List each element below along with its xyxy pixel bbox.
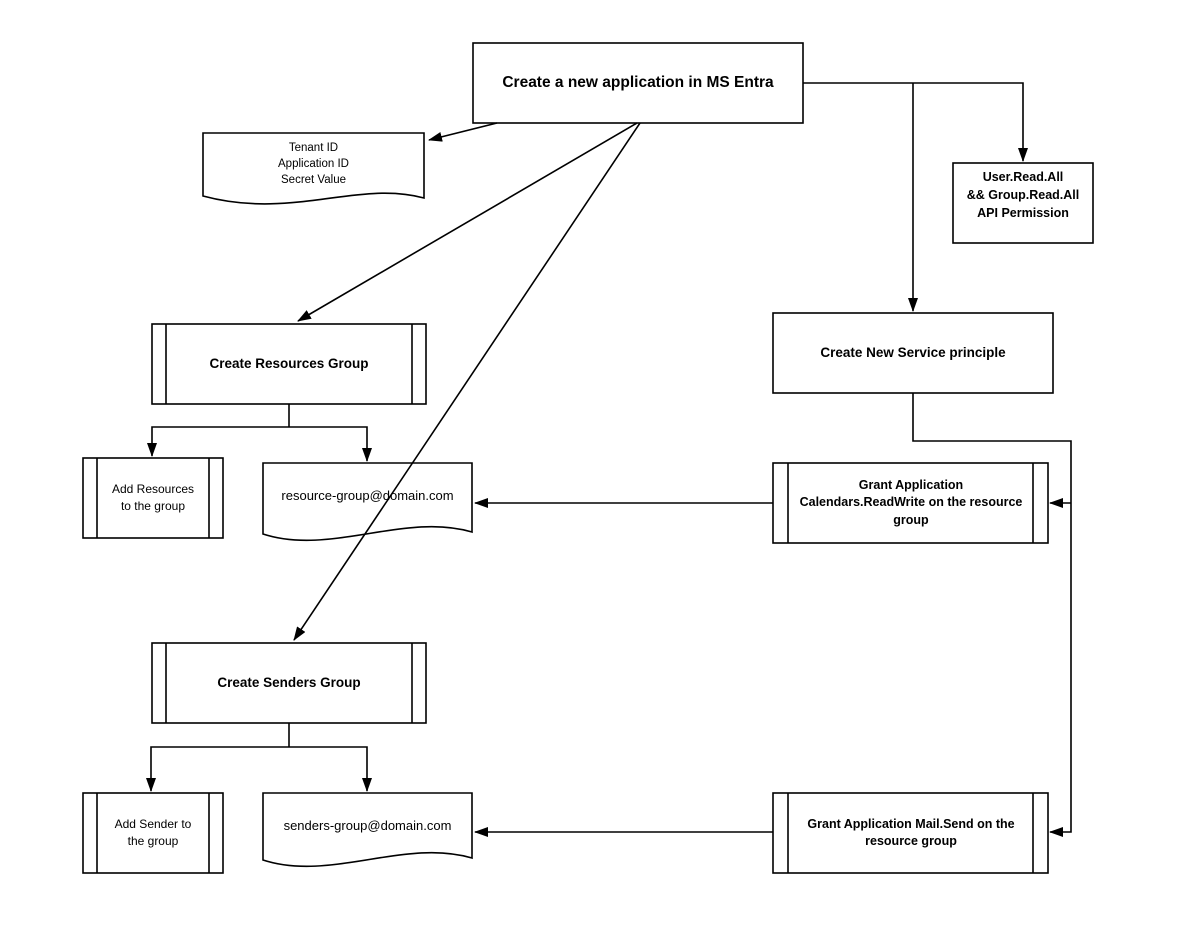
add-sender-shape <box>82 792 224 874</box>
grant-mail-send-shape <box>772 792 1049 874</box>
edge-senders-to-add-sender <box>146 746 289 792</box>
add-resources-shape <box>82 457 224 539</box>
api-permission-shape <box>952 162 1094 244</box>
edge-service-principle-to-grant-mail-send <box>912 393 1072 837</box>
edge-app-to-senders-group <box>293 122 641 641</box>
create-app-shape <box>472 42 804 124</box>
create-resources-group-shape <box>151 323 427 405</box>
edge-app-to-api-permission <box>803 82 1028 162</box>
senders-group-document-shape <box>262 792 473 868</box>
create-service-principle-shape <box>772 312 1054 394</box>
grant-calendars-shape <box>772 462 1049 544</box>
resource-group-document-shape <box>262 462 473 542</box>
edge-senders-to-senders-doc <box>289 746 372 792</box>
edge-app-to-resources-group <box>297 122 638 322</box>
edge-resources-to-resource-doc <box>289 426 372 462</box>
credentials-document-shape <box>202 132 425 205</box>
create-senders-group-shape <box>151 642 427 724</box>
edge-resources-to-add-resources <box>147 426 289 457</box>
edge-app-to-credentials <box>428 122 498 142</box>
